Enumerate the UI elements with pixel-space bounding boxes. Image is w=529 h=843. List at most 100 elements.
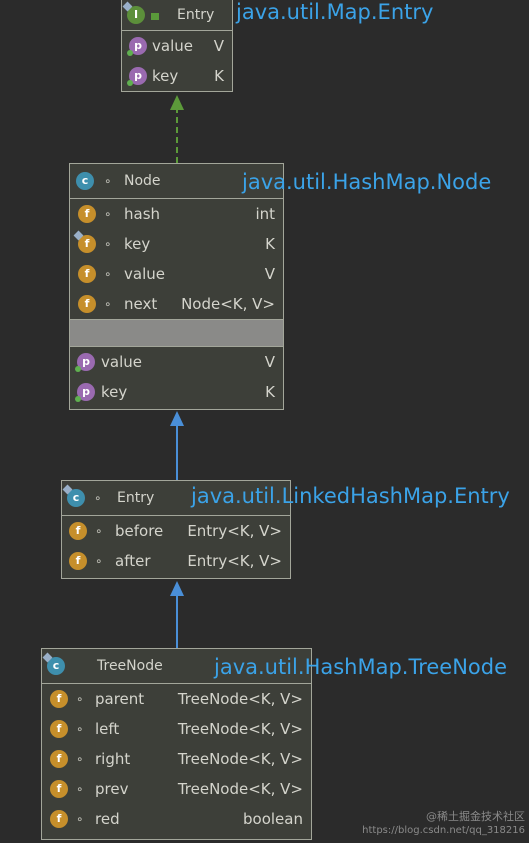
map-entry-header: I Entry <box>122 0 232 30</box>
visibility-icon: ∘ <box>76 812 84 826</box>
field-icon: f <box>50 690 68 708</box>
map-entry-interface-box[interactable]: I Entry p value V p key K <box>121 0 233 92</box>
map-entry-label: java.util.Map.Entry <box>236 0 434 24</box>
node-header: c ∘ Node <box>70 164 283 198</box>
field-type: Entry<K, V> <box>187 552 282 570</box>
field-icon: f <box>69 522 87 540</box>
lock-icon <box>151 13 159 20</box>
field-name: left <box>95 720 120 738</box>
linkedhashmap-entry-box[interactable]: c ∘ Entry f ∘ before Entry<K, V> f ∘ aft… <box>61 480 291 579</box>
visibility-icon: ∘ <box>94 491 102 505</box>
field-icon: f <box>78 295 96 313</box>
field-row: f ∘ prev TreeNode<K, V> <box>42 774 311 804</box>
field-icon: f <box>50 810 68 828</box>
field-name: hash <box>124 205 161 223</box>
watermark-text: @稀土掘金技术社区 <box>426 810 525 823</box>
member-name: key <box>152 67 179 85</box>
field-type: V <box>264 265 275 283</box>
extends-arrowhead-2 <box>170 581 184 596</box>
visibility-icon: ∘ <box>76 722 84 736</box>
field-icon: f <box>73 230 96 253</box>
class-name: Entry <box>177 7 215 23</box>
visibility-icon: ∘ <box>104 174 112 188</box>
field-name: next <box>124 295 158 313</box>
class-icon: c <box>42 652 65 675</box>
visibility-icon: ∘ <box>95 524 103 538</box>
visibility-icon: ∘ <box>104 267 112 281</box>
field-name: value <box>124 265 165 283</box>
property-row: p value V <box>70 346 283 377</box>
field-icon: f <box>78 265 96 283</box>
field-type: TreeNode<K, V> <box>177 780 303 798</box>
field-row: f ∘ before Entry<K, V> <box>62 515 290 546</box>
field-type: int <box>255 205 275 223</box>
field-icon: f <box>78 205 96 223</box>
field-type: Node<K, V> <box>181 295 275 313</box>
member-name: value <box>152 37 193 55</box>
field-row: f ∘ after Entry<K, V> <box>62 546 290 576</box>
hashmap-treenode-label: java.util.HashMap.TreeNode <box>214 655 508 679</box>
hashmap-node-box[interactable]: c ∘ Node f ∘ hash int f ∘ key K f ∘ valu… <box>69 163 284 410</box>
property-icon: p <box>127 37 147 56</box>
field-icon: f <box>50 750 68 768</box>
field-type: TreeNode<K, V> <box>177 690 303 708</box>
property-icon: p <box>75 353 95 372</box>
property-name: key <box>101 383 128 401</box>
lhm-entry-header: c ∘ Entry <box>62 481 290 515</box>
interface-icon: I <box>122 1 145 24</box>
linkedhashmap-entry-label: java.util.LinkedHashMap.Entry <box>191 484 510 508</box>
field-row: f ∘ key K <box>70 229 283 259</box>
member-type: K <box>214 67 224 85</box>
visibility-icon: ∘ <box>76 752 84 766</box>
methods-separator <box>70 319 283 346</box>
treenode-header: c TreeNode <box>42 649 311 683</box>
field-icon: f <box>50 720 68 738</box>
field-name: after <box>115 552 151 570</box>
class-name: Node <box>124 173 161 189</box>
extends-arrowhead-1 <box>170 411 184 426</box>
implements-arrowhead <box>170 95 184 110</box>
field-row: f ∘ left TreeNode<K, V> <box>42 714 311 744</box>
field-name: key <box>124 235 151 253</box>
property-icon: p <box>75 383 95 402</box>
class-name: TreeNode <box>97 658 163 674</box>
field-type: TreeNode<K, V> <box>177 750 303 768</box>
property-type: V <box>264 353 275 371</box>
property-icon: p <box>127 67 147 86</box>
visibility-icon: ∘ <box>95 554 103 568</box>
hashmap-treenode-box[interactable]: c TreeNode f ∘ parent TreeNode<K, V> f ∘… <box>41 648 312 840</box>
field-name: prev <box>95 780 129 798</box>
field-name: before <box>115 522 164 540</box>
field-name: parent <box>95 690 145 708</box>
visibility-icon: ∘ <box>104 237 112 251</box>
property-name: value <box>101 353 142 371</box>
visibility-icon: ∘ <box>104 297 112 311</box>
property-type: K <box>265 383 275 401</box>
member-row: p value V <box>122 30 232 61</box>
field-row: f ∘ parent TreeNode<K, V> <box>42 683 311 714</box>
class-icon: c <box>62 484 85 507</box>
watermark-url: https://blog.csdn.net/qq_318216 <box>362 825 525 836</box>
class-icon: c <box>76 172 94 190</box>
field-icon: f <box>50 780 68 798</box>
member-row: p key K <box>122 61 232 91</box>
field-name: right <box>95 750 131 768</box>
visibility-icon: ∘ <box>104 207 112 221</box>
field-row: f ∘ hash int <box>70 198 283 229</box>
hashmap-node-label: java.util.HashMap.Node <box>242 170 492 194</box>
property-row: p key K <box>70 377 283 407</box>
field-row: f ∘ red boolean <box>42 804 311 834</box>
field-row: f ∘ next Node<K, V> <box>70 289 283 319</box>
field-type: boolean <box>243 810 303 828</box>
visibility-icon: ∘ <box>76 782 84 796</box>
class-name: Entry <box>117 490 155 506</box>
visibility-icon: ∘ <box>76 692 84 706</box>
field-row: f ∘ value V <box>70 259 283 289</box>
field-row: f ∘ right TreeNode<K, V> <box>42 744 311 774</box>
field-name: red <box>95 810 120 828</box>
member-type: V <box>213 37 224 55</box>
field-type: K <box>265 235 275 253</box>
field-icon: f <box>69 552 87 570</box>
field-type: Entry<K, V> <box>187 522 282 540</box>
